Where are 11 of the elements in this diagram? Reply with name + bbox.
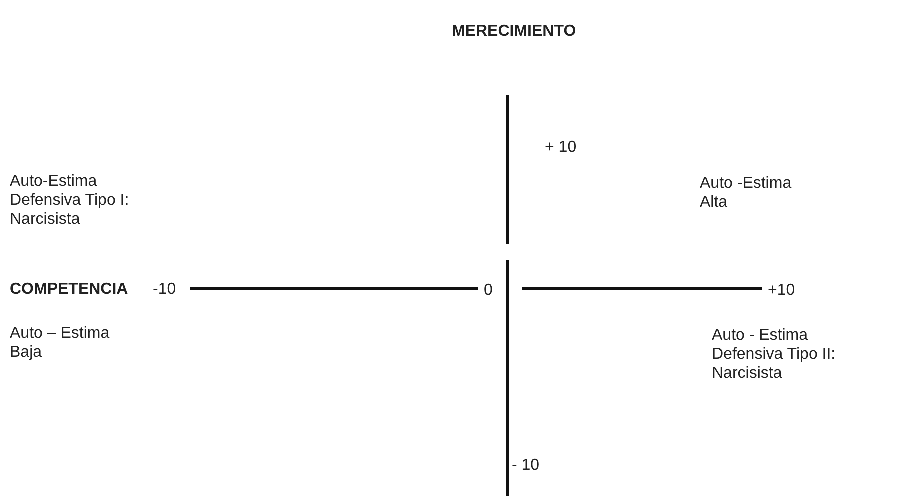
axis-title: MERECIMIENTO xyxy=(452,22,576,41)
quadrant-label: Auto -Estima Alta xyxy=(700,174,793,212)
quadrant-label: Auto-Estima Defensiva Tipo I: Narcisista xyxy=(10,172,130,229)
quadrant-label: Auto – Estima Baja xyxy=(10,324,111,362)
tick-label: -10 xyxy=(153,280,176,299)
axis-title: COMPETENCIA xyxy=(10,280,128,299)
tick-label: - 10 xyxy=(512,456,540,475)
tick-label: 0 xyxy=(484,281,493,300)
tick-label: + 10 xyxy=(545,138,577,157)
tick-label: +10 xyxy=(768,281,796,300)
quadrant-label: Auto - Estima Defensiva Tipo II: Narcisista xyxy=(712,326,837,383)
